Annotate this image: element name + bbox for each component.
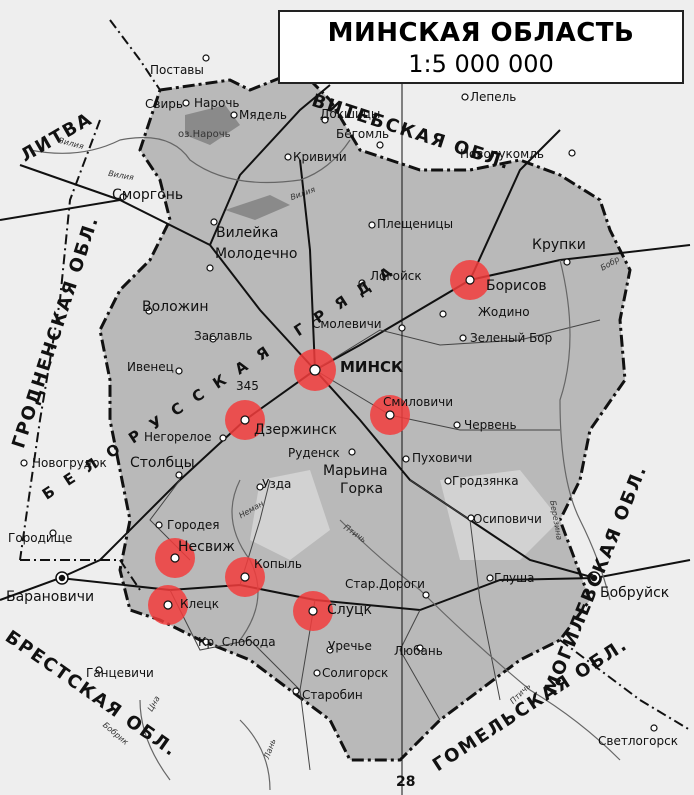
town-label: Вилейка	[216, 225, 279, 241]
highlight-centers	[163, 275, 475, 616]
city-label-slutsk: Слуцк	[327, 602, 372, 618]
town-label: Пуховичи	[412, 451, 473, 465]
city-label-nesvizh: Несвиж	[178, 539, 235, 555]
town-label: Червень	[464, 418, 517, 432]
town-label: Заславль	[194, 329, 253, 343]
town-label: Марьина	[323, 463, 388, 479]
town-label: Мядель	[239, 108, 287, 122]
lake-label: оз.Нарочь	[178, 129, 231, 140]
town-label: Глуша	[494, 571, 535, 585]
city-rings	[55, 571, 601, 585]
city-label-minsk: МИНСК	[340, 358, 404, 376]
city-label-baranovichi: Барановичи	[6, 589, 95, 605]
lake-naroch	[185, 105, 240, 145]
city-label-kopyl: Копыль	[254, 557, 302, 571]
town-label: Ганцевичи	[86, 666, 154, 680]
town-label: Молодечно	[215, 246, 298, 262]
town-label: Кривичи	[293, 150, 347, 164]
town-label: Нарочь	[194, 96, 240, 110]
town-label: Плещеницы	[377, 217, 454, 231]
border-west	[20, 559, 141, 591]
town-label: Уречье	[328, 639, 372, 653]
city-label-kletsk: Клецк	[180, 597, 219, 611]
town-label: Любань	[394, 644, 443, 658]
town-label: Логойск	[370, 269, 422, 283]
city-label-dzerzhinsk: Дзержинск	[254, 422, 337, 438]
town-label: Свирь	[145, 97, 183, 111]
town-label: Осиповичи	[473, 512, 542, 526]
town-label: Воложин	[142, 299, 209, 315]
town-label: Докшицы	[320, 107, 381, 121]
town-label: Сморгонь	[112, 187, 184, 203]
town-label: Бегомль	[336, 127, 390, 141]
forest-patch	[440, 470, 560, 560]
town-label: Горка	[340, 481, 384, 497]
town-label: Лепель	[470, 90, 517, 104]
city-label-borisov: Борисов	[486, 278, 547, 294]
town-label: Светлогорск	[598, 734, 678, 748]
town-label: Крупки	[532, 237, 586, 253]
map-scale: 1:5 000 000	[408, 50, 554, 78]
map-title: МИНСКАЯ ОБЛАСТЬ	[327, 18, 635, 48]
town-label: Старобин	[302, 688, 363, 702]
rivers	[29, 136, 621, 791]
town-label: Столбцы	[130, 455, 195, 471]
forest-patch-2	[250, 470, 330, 560]
grodno-border	[19, 119, 101, 561]
town-label: Негорелое	[144, 430, 212, 444]
town-label: Руденск	[288, 446, 340, 460]
city-label-smilovichi: Смиловичи	[383, 395, 454, 409]
town-label: Городище	[8, 531, 73, 545]
town-dots	[20, 54, 658, 732]
page-number: 28	[396, 774, 416, 790]
town-label: Новолукомль	[460, 147, 544, 161]
border-south	[559, 639, 691, 731]
vileyka-reservoir	[225, 195, 290, 220]
town-label: Кр. Слобода	[198, 635, 276, 649]
town-label: Зеленый Бор	[470, 331, 553, 345]
town-label: Жодино	[478, 305, 530, 319]
border-north	[109, 19, 161, 91]
town-label: Городея	[167, 518, 220, 532]
town-label: Поставы	[150, 63, 204, 77]
map-title-box: МИНСКАЯ ОБЛАСТЬ 1:5 000 000	[278, 10, 684, 84]
town-label: Солигорск	[322, 666, 389, 680]
town-label: Новогрудок	[32, 456, 107, 470]
town-label: Узда	[262, 477, 292, 491]
town-label: Стар.Дороги	[345, 577, 425, 591]
town-label: Гродзянка	[452, 474, 519, 488]
town-label: Смолевичи	[312, 317, 382, 331]
town-label: Ивенец	[127, 360, 174, 374]
height-mark: 345	[236, 379, 259, 393]
city-label-bobruisk: Бобруйск	[600, 585, 670, 601]
